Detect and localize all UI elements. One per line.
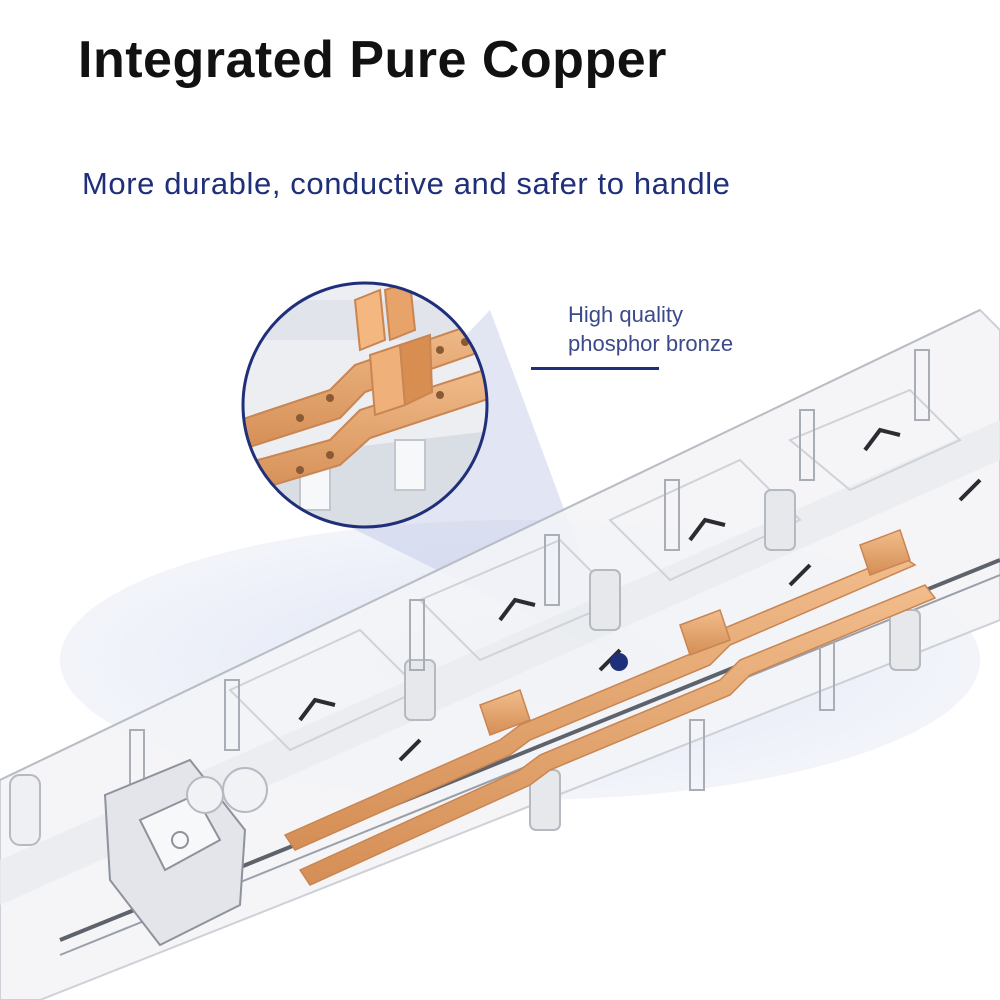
callout-dot xyxy=(610,653,628,671)
callout-underline xyxy=(531,367,659,370)
callout-line-1: High quality xyxy=(568,302,683,327)
callout-line-2: phosphor bronze xyxy=(568,331,734,356)
page-subtitle: More durable, conductive and safer to ha… xyxy=(82,166,731,201)
power-strip-body xyxy=(0,308,1000,1000)
magnifier-circle xyxy=(241,281,489,529)
page-title: Integrated Pure Copper xyxy=(78,31,667,89)
callout-label: High quality phosphor bronze xyxy=(568,300,733,358)
copper-busbars xyxy=(283,529,937,886)
power-strip-cutaway-image xyxy=(0,281,1000,1000)
